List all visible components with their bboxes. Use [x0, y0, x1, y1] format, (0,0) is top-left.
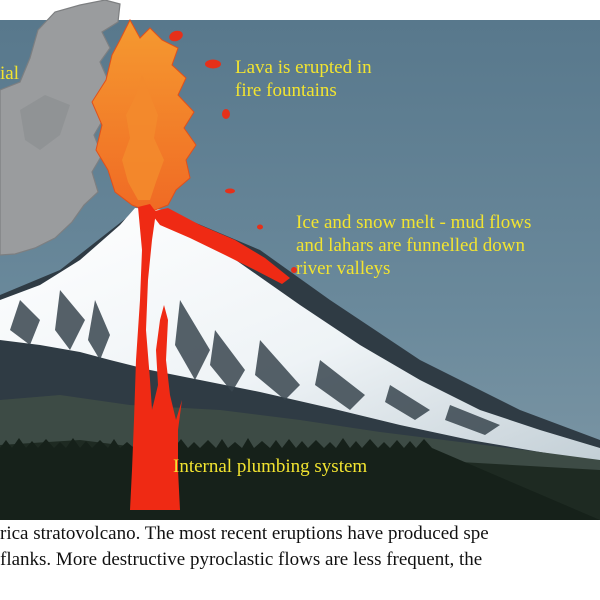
fire-fountain-core	[122, 75, 164, 200]
volcano-illustration	[0, 0, 600, 520]
label-lava-line-2: fire fountains	[235, 80, 337, 101]
caption-line-2: flanks. More destructive pyroclastic flo…	[0, 549, 483, 570]
snow-cone	[0, 208, 600, 462]
label-ice-line-2: and lahars are funnelled down	[296, 235, 525, 256]
caption-line-1: rica stratovolcano. The most recent erup…	[0, 523, 489, 544]
lava-flow	[150, 208, 290, 284]
label-lava-line-1: Lava is erupted in	[235, 57, 372, 78]
label-partial-left: ial	[0, 63, 19, 84]
label-ice-line-1: Ice and snow melt - mud flows	[296, 212, 532, 233]
label-lava: Lava is erupted in fire fountains	[235, 56, 372, 102]
label-plumbing: Internal plumbing system	[173, 456, 368, 477]
ash-cloud-shade	[20, 95, 70, 150]
label-ice-line-3: river valleys	[296, 258, 391, 279]
rock-streaks	[10, 290, 500, 435]
label-ice-snow: Ice and snow melt - mud flows and lahars…	[296, 211, 531, 280]
lava-bombs	[169, 30, 297, 273]
magma-conduit	[130, 204, 182, 510]
